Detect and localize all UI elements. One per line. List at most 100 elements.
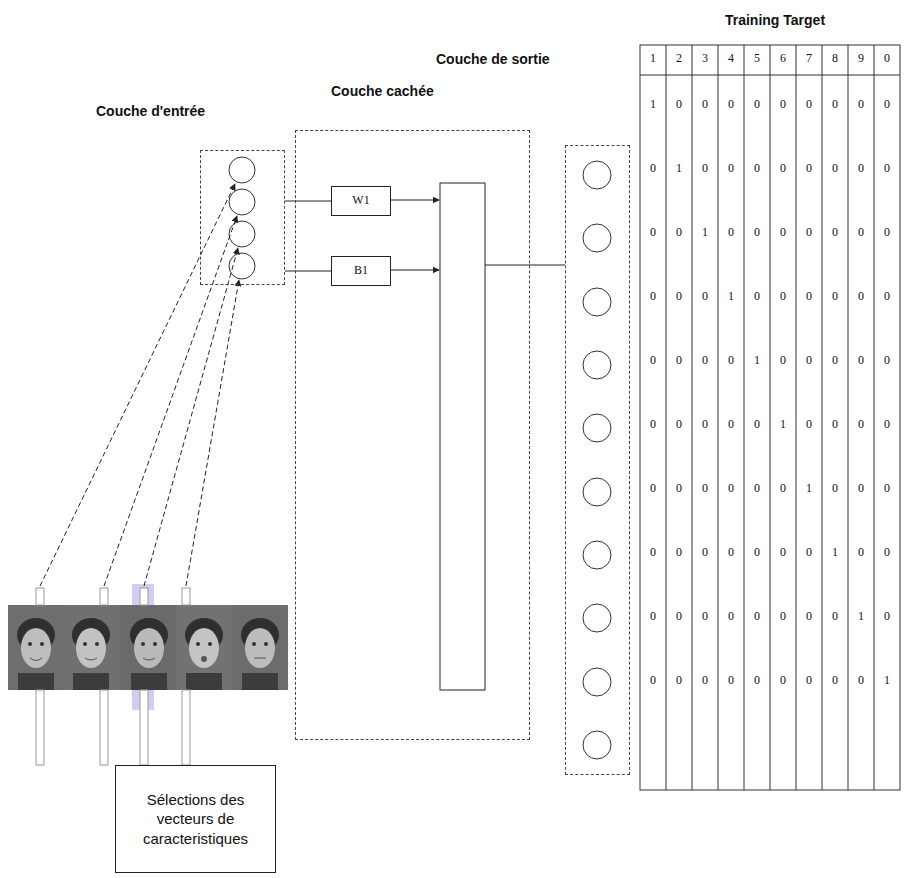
table-cell: 0 bbox=[666, 224, 692, 240]
table-cell: 0 bbox=[744, 96, 770, 112]
weight-box: W1 bbox=[331, 186, 391, 216]
neuron bbox=[229, 157, 255, 183]
table-cell: 0 bbox=[744, 288, 770, 304]
table-header: 8 bbox=[822, 50, 848, 66]
table-cell: 0 bbox=[640, 544, 666, 560]
table-rule bbox=[874, 45, 875, 790]
table-cell: 0 bbox=[874, 224, 900, 240]
table-cell: 1 bbox=[796, 480, 822, 496]
face bbox=[189, 628, 219, 668]
mouth bbox=[85, 658, 97, 660]
eye bbox=[95, 642, 99, 646]
table-cell: 0 bbox=[770, 608, 796, 624]
highlight bbox=[132, 584, 154, 605]
table-cell: 0 bbox=[874, 480, 900, 496]
table-cell: 0 bbox=[692, 544, 718, 560]
table-cell: 0 bbox=[718, 352, 744, 368]
table-header: 3 bbox=[692, 50, 718, 66]
output-wire bbox=[485, 265, 565, 266]
dashed-arrow bbox=[40, 184, 235, 586]
table-cell: 0 bbox=[796, 96, 822, 112]
box-label: W1 bbox=[344, 193, 377, 209]
eye bbox=[28, 642, 32, 646]
connector bbox=[285, 201, 331, 202]
neuron bbox=[583, 668, 611, 696]
table-cell: 0 bbox=[796, 672, 822, 688]
table-cell: 0 bbox=[796, 544, 822, 560]
hidden-neuron-bar bbox=[440, 183, 485, 690]
neuron bbox=[583, 731, 611, 759]
table-cell: 0 bbox=[770, 224, 796, 240]
input-layer: Couche d'entrée bbox=[200, 150, 285, 285]
photo-ground bbox=[8, 605, 64, 690]
table-cell: 0 bbox=[692, 288, 718, 304]
feature-strip bbox=[100, 588, 108, 605]
table-cell: 0 bbox=[744, 480, 770, 496]
mouth bbox=[201, 656, 207, 662]
neuron bbox=[583, 478, 611, 506]
neuron bbox=[583, 351, 611, 379]
table-cell: 0 bbox=[640, 608, 666, 624]
table-cell: 0 bbox=[666, 544, 692, 560]
dashed-arrow bbox=[186, 280, 239, 586]
eye bbox=[153, 642, 157, 646]
table-header: 1 bbox=[640, 50, 666, 66]
table-cell: 0 bbox=[874, 160, 900, 176]
table-cell: 0 bbox=[770, 288, 796, 304]
table-cell: 0 bbox=[822, 288, 848, 304]
table-rule bbox=[666, 45, 667, 790]
table-cell: 0 bbox=[666, 96, 692, 112]
table-cell: 0 bbox=[666, 672, 692, 688]
shirt bbox=[131, 673, 167, 690]
table-cell: 0 bbox=[718, 608, 744, 624]
table-cell: 0 bbox=[770, 352, 796, 368]
table-cell: 1 bbox=[744, 352, 770, 368]
table-cell: 1 bbox=[770, 416, 796, 432]
table-cell: 0 bbox=[796, 288, 822, 304]
table-cell: 0 bbox=[770, 480, 796, 496]
table-cell: 0 bbox=[692, 416, 718, 432]
table-cell: 0 bbox=[692, 480, 718, 496]
feature-strip bbox=[182, 690, 190, 765]
eye bbox=[40, 642, 44, 646]
table-cell: 0 bbox=[718, 544, 744, 560]
table-cell: 0 bbox=[874, 416, 900, 432]
table-cell: 0 bbox=[822, 480, 848, 496]
feature-strip bbox=[140, 690, 148, 765]
feature-strip bbox=[182, 588, 190, 605]
table-cell: 1 bbox=[848, 608, 874, 624]
table-cell: 0 bbox=[640, 416, 666, 432]
neuron bbox=[229, 221, 255, 247]
table-cell: 0 bbox=[640, 480, 666, 496]
photo-ground bbox=[232, 605, 288, 690]
target-table bbox=[640, 45, 900, 790]
table-cell: 0 bbox=[692, 672, 718, 688]
table-cell: 0 bbox=[796, 160, 822, 176]
table-cell: 0 bbox=[848, 352, 874, 368]
table-cell: 0 bbox=[822, 96, 848, 112]
face-photo bbox=[120, 605, 176, 690]
table-cell: 0 bbox=[874, 608, 900, 624]
neuron bbox=[583, 414, 611, 442]
table-cell: 0 bbox=[874, 544, 900, 560]
table-cell: 0 bbox=[666, 288, 692, 304]
eye bbox=[264, 642, 268, 646]
hidden-layer: Couche cachéeW1B1 bbox=[295, 130, 530, 740]
table-cell: 0 bbox=[744, 608, 770, 624]
weight-arrow bbox=[390, 200, 439, 201]
face-photo bbox=[8, 605, 64, 690]
neuron bbox=[583, 541, 611, 569]
table-cell: 0 bbox=[848, 416, 874, 432]
selection-arrows bbox=[40, 184, 239, 586]
table-cell: 0 bbox=[744, 544, 770, 560]
table-cell: 0 bbox=[640, 672, 666, 688]
table-cell: 0 bbox=[718, 224, 744, 240]
table-cell: 0 bbox=[640, 224, 666, 240]
table-cell: 0 bbox=[874, 288, 900, 304]
table-cell: 0 bbox=[874, 352, 900, 368]
shirt bbox=[186, 673, 222, 690]
feature-strip bbox=[140, 588, 148, 605]
box-label: Sélections des vecteurs de caracteristiq… bbox=[116, 790, 275, 849]
